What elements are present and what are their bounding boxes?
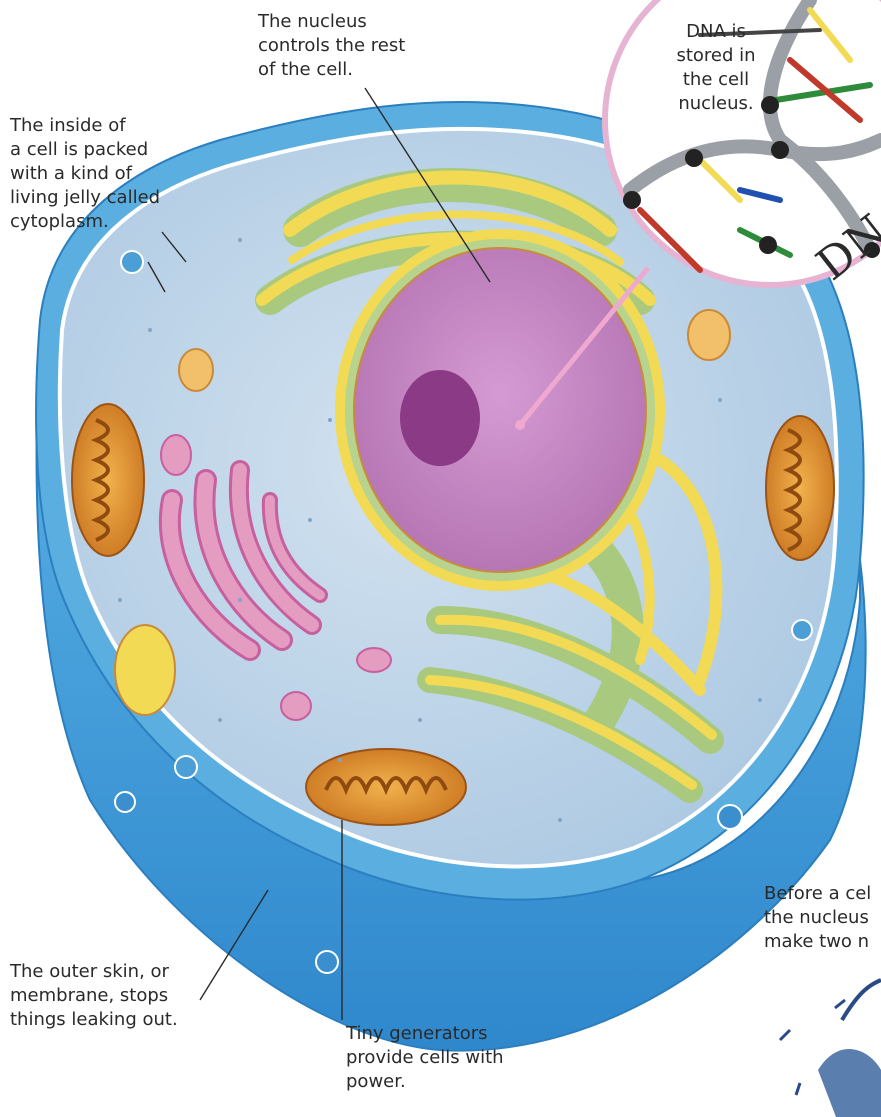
membrane-caption: The outer skin, or membrane, stops thing… [10, 960, 178, 1032]
cell-division-caption: Before a cel the nucleus make two n [764, 882, 881, 954]
dna-caption: DNA is stored in the cell nucleus. [660, 20, 772, 116]
nucleus [354, 248, 646, 572]
nucleus-caption: The nucleus controls the rest of the cel… [258, 10, 405, 82]
cell-division-sketch [780, 980, 881, 1117]
nucleolus [400, 370, 480, 466]
generators-caption: Tiny generators provide cells with power… [346, 1022, 504, 1094]
cytoplasm-caption: The inside of a cell is packed with a ki… [10, 114, 160, 234]
